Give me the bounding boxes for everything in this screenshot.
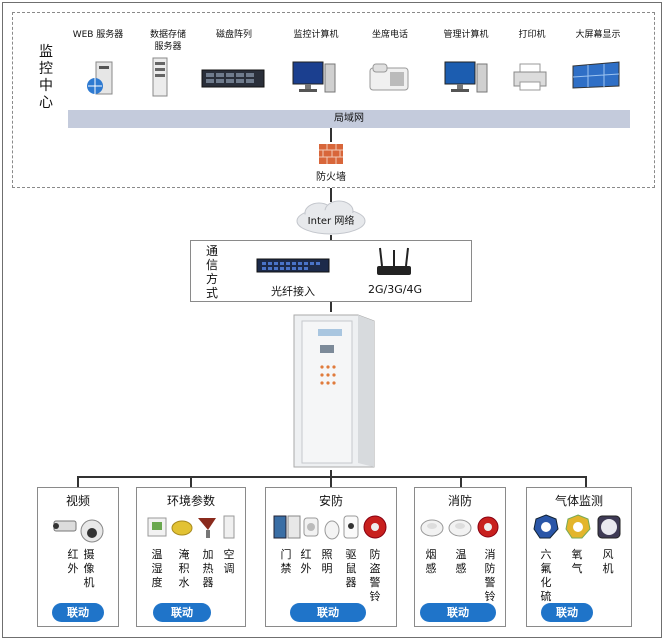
group-title-video: 视频 <box>65 494 90 508</box>
monitor-computer-icon <box>292 61 336 93</box>
lan-label: 局域网 <box>334 113 364 124</box>
group-title-security: 安防 <box>318 494 343 508</box>
admin-computer-icon <box>444 61 488 93</box>
web-server-icon <box>87 61 113 95</box>
lan-bar <box>68 110 630 128</box>
communication-box <box>190 240 472 302</box>
connector-line <box>330 128 332 142</box>
firewall-label: 防火墙 <box>316 172 346 183</box>
connector-line <box>330 476 332 487</box>
device-label-printer: 打印机 <box>518 30 546 40</box>
printer-icon <box>513 63 547 91</box>
device-label-large-display: 大屏幕显示 <box>575 30 621 40</box>
item-sf6: 六氟化硫 <box>540 548 552 603</box>
connector-line <box>77 476 79 487</box>
link-button-gas[interactable]: 联动 <box>541 603 593 622</box>
item-infrared-sensor: 红外 <box>300 548 312 575</box>
gas-sensors-icon <box>533 514 621 539</box>
connector-line <box>330 188 332 202</box>
connector-line <box>330 470 332 476</box>
item-heater: 加热器 <box>202 548 214 589</box>
group-title-environment: 环境参数 <box>166 494 215 508</box>
phone-icon <box>369 63 409 91</box>
device-label-disk-array: 磁盘阵列 <box>215 30 252 40</box>
wireless-router-icon <box>377 247 411 275</box>
large-display-icon <box>572 61 620 89</box>
camera-icon <box>53 519 104 543</box>
connector-line <box>190 476 192 487</box>
storage-server-icon <box>152 57 168 97</box>
item-rodent-repeller: 驱鼠器 <box>345 548 357 589</box>
group-title-gas-monitoring: 气体监测 <box>554 494 603 508</box>
communication-title: 通信方式 <box>205 244 218 300</box>
mobile-network-label: 2G/3G/4G <box>368 283 422 296</box>
fiber-label: 光纤接入 <box>271 285 315 298</box>
device-label-storage-server: 数据存储 服务器 <box>149 30 186 52</box>
link-button-security[interactable]: 联动 <box>290 603 366 622</box>
connector-line <box>330 302 332 312</box>
monitoring-center-title: 监控中心 <box>38 44 54 112</box>
item-heat-detector: 温感 <box>455 548 467 575</box>
monitoring-center-box <box>12 12 655 188</box>
item-air-conditioner: 空调 <box>223 548 235 575</box>
title-char: 监控中心 <box>39 44 53 111</box>
item-lighting: 照明 <box>321 548 333 575</box>
item-smoke-detector: 烟感 <box>425 548 437 575</box>
connector-line <box>585 476 587 487</box>
control-cabinet-icon <box>293 314 375 468</box>
item-camera: 摄像机 <box>83 548 95 589</box>
link-button-video[interactable]: 联动 <box>52 603 104 622</box>
item-infrared: 红外 <box>67 548 79 575</box>
link-button-environment[interactable]: 联动 <box>153 603 211 622</box>
cloud-icon <box>296 200 366 235</box>
device-label-phone: 坐席电话 <box>371 30 408 40</box>
fiber-switch-icon <box>256 258 330 273</box>
disk-array-icon <box>201 69 265 88</box>
item-fire-alarm: 消防警铃 <box>484 548 496 603</box>
item-access-control: 门禁 <box>280 548 292 575</box>
internet-label: Inter 网络 <box>307 216 355 227</box>
item-fan: 风机 <box>602 548 614 575</box>
device-label-admin-computer: 管理计算机 <box>443 30 489 40</box>
field-bus-line <box>77 476 587 478</box>
device-label-monitor-computer: 监控计算机 <box>293 30 339 40</box>
firewall-icon <box>319 144 343 164</box>
device-label-web-server: WEB 服务器 <box>72 30 124 40</box>
item-water-leak: 淹积水 <box>178 548 190 589</box>
security-devices-icon <box>273 515 387 540</box>
fire-detectors-icon <box>420 516 499 538</box>
item-oxygen: 氧气 <box>571 548 583 575</box>
connector-line <box>460 476 462 487</box>
environment-sensors-icon <box>147 515 235 539</box>
item-burglar-alarm: 防盗警铃 <box>369 548 381 603</box>
link-button-fire[interactable]: 联动 <box>420 603 496 622</box>
group-title-fire: 消防 <box>447 494 472 508</box>
connector-line <box>330 235 332 241</box>
item-temp-humidity: 温湿度 <box>151 548 163 589</box>
